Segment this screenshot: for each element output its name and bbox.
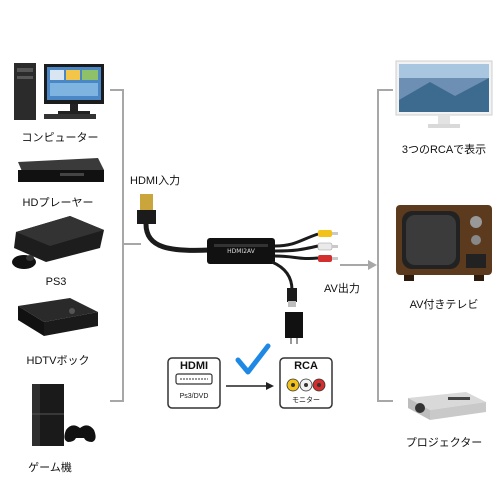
left-bracket-bottom (110, 400, 124, 402)
source-label-computer: コンピューター (21, 132, 99, 144)
left-bracket-mid (123, 243, 141, 245)
converter-label: HDMI2AV (227, 248, 255, 255)
right-bracket-line (377, 89, 379, 402)
output-label-tv: AV付きテレビ (409, 299, 479, 311)
output-label-projector: プロジェクター (405, 437, 483, 449)
hdmi-input-label: HDMI入力 (130, 175, 181, 187)
av-output-label: AV出力 (324, 283, 360, 295)
source-label-hdtv-box: HDTVボック (26, 355, 90, 367)
rca-badge-sub: モニター (292, 397, 320, 404)
output-label-monitor: 3つのRCAで表示 (401, 144, 487, 156)
hdmi-badge-sub: Ps3/DVD (179, 393, 209, 400)
source-label-ps3: PS3 (45, 276, 67, 288)
rca-badge-title: RCA (294, 360, 318, 372)
right-bracket-bottom (377, 400, 393, 402)
left-bracket-line (122, 89, 124, 402)
right-bracket-top (377, 89, 393, 91)
source-label-game-console: ゲーム機 (28, 462, 72, 474)
source-label-hd-player: HDプレーヤー (22, 197, 94, 209)
left-bracket-top (110, 89, 124, 91)
hdmi-badge-title: HDMI (179, 360, 209, 372)
